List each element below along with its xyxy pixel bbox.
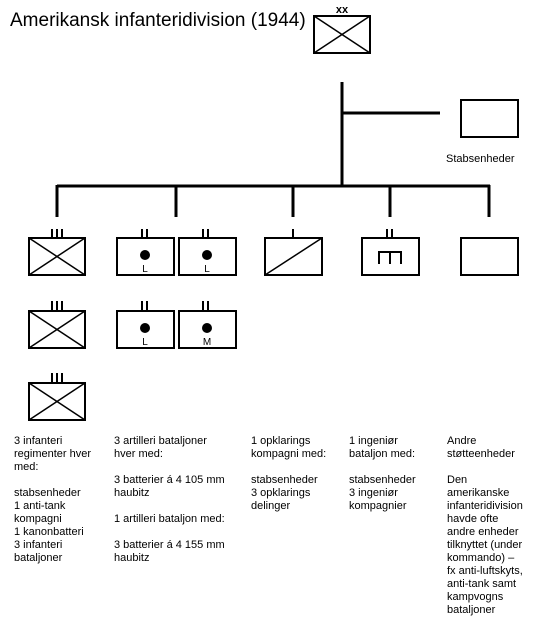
desc-line: 1 ingeniør [349,435,398,447]
engineer-description: 1 ingeniør bataljon med: stabsenheder 3 … [349,435,433,513]
desc-line [447,461,547,474]
desc-line: delinger [251,500,291,512]
desc-line: støtteenheder [447,448,515,460]
staff-unit-symbol [460,99,519,138]
desc-line: amerikanske [447,487,510,499]
desc-line: 3 infanteri [14,435,63,447]
desc-line: kommando) – [447,552,515,564]
artillery-battalion-symbol: L [116,229,175,276]
recon-company-symbol [264,229,323,276]
artillery-type-marker: M [203,337,211,348]
support-unit-symbol [460,237,519,276]
desc-line: 3 artilleri bataljoner [114,435,207,447]
desc-line: andre enheder [447,526,519,538]
desc-line: bataljoner [447,604,496,616]
artillery-battalion-symbol: M [178,301,237,349]
desc-line: med: [14,461,39,473]
page-title: Amerikansk infanteridivision (1944) [10,10,306,31]
artillery-battalion-symbol: L [116,301,175,349]
desc-line: haubitz [114,487,150,499]
desc-line: infanteridivision [447,500,523,512]
desc-line [114,461,242,474]
desc-line: bataljoner [14,552,63,564]
artillery-type-marker: L [204,264,210,275]
desc-line: Den [447,474,468,486]
infantry-description: 3 infanteri regimenter hver med: stabsen… [14,435,110,565]
desc-line: kompagnier [349,500,407,512]
desc-line: stabsenheder [14,487,81,499]
artillery-battalion-symbol: L [178,229,237,276]
desc-line: haubitz [114,552,150,564]
infantry-regiment-symbol [28,301,86,349]
support-description: Andre støtteenheder Den amerikanske infa… [447,435,547,617]
artillery-description: 3 artilleri bataljoner hver med: 3 batte… [114,435,242,565]
desc-line [349,461,433,474]
connector-lines [55,82,491,217]
desc-line: hver med: [114,448,163,460]
engineer-battalion-symbol [361,229,420,276]
staff-label: Stabsenheder [446,153,515,165]
division-symbol: xx [313,4,371,54]
desc-line: anti-tank samt [447,578,517,590]
desc-line: fx anti-luftskyts, [447,565,523,577]
infantry-regiment-symbol [28,373,86,421]
artillery-type-marker: L [142,337,148,348]
desc-line: tilknyttet (under [447,539,523,551]
desc-line: stabsenheder [349,474,416,486]
desc-line: 3 batterier á 4 155 mm [114,539,225,551]
desc-line: 3 batterier á 4 105 mm [114,474,225,486]
desc-line [251,461,337,474]
desc-line [14,474,110,487]
desc-line: kampvogns [447,591,504,603]
desc-line: havde ofte [447,513,499,525]
desc-line: 3 infanteri [14,539,63,551]
recon-description: 1 opklarings kompagni med: stabsenheder … [251,435,337,513]
desc-line: 1 anti-tank [14,500,66,512]
desc-line: regimenter hver [14,448,92,460]
desc-line: Andre [447,435,477,447]
desc-line: 3 opklarings [251,487,311,499]
desc-line: 1 artilleri bataljon med: [114,513,225,525]
desc-line: 3 ingeniør [349,487,398,499]
desc-line: stabsenheder [251,474,318,486]
desc-line: 1 kanonbatteri [14,526,84,538]
division-marker: xx [336,4,349,16]
infantry-regiment-symbol [28,229,86,276]
desc-line: kompagni [14,513,62,525]
desc-line: 1 opklarings [251,435,311,447]
desc-line: kompagni med: [251,448,327,460]
desc-line: bataljon med: [349,448,416,460]
artillery-type-marker: L [142,264,148,275]
desc-line [114,526,242,539]
